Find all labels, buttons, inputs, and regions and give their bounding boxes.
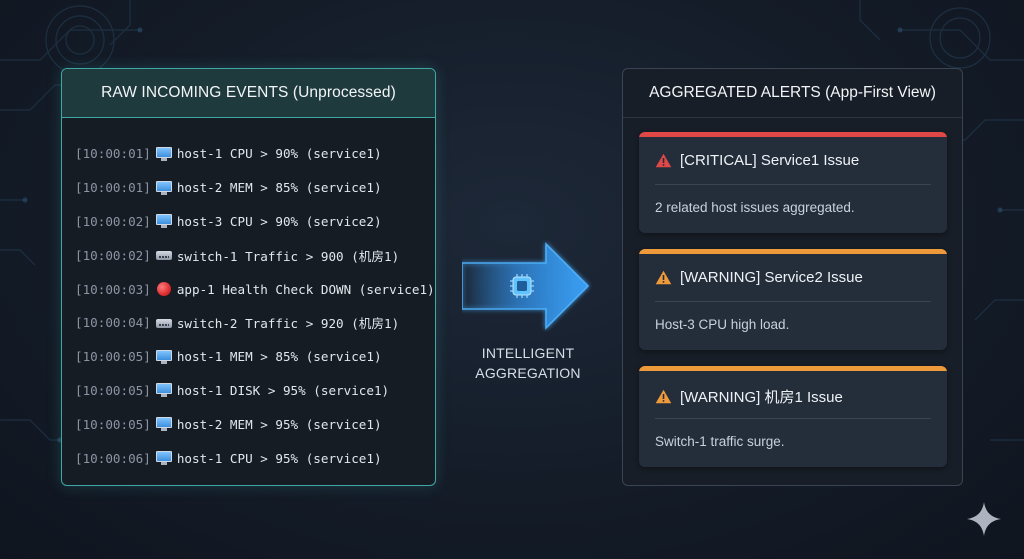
- divider: [655, 418, 931, 419]
- aggregated-alerts-panel: AGGREGATED ALERTS (App-First View) [CRIT…: [622, 68, 963, 486]
- severity-bar: [639, 249, 947, 254]
- severity-bar: [639, 366, 947, 371]
- event-message: host-1 CPU > 95% (service1): [176, 450, 382, 466]
- event-row: [10:00:01] host-2 MEM > 85% (service1): [75, 171, 435, 205]
- red-circle-icon: [156, 281, 172, 297]
- event-message: host-1 MEM > 85% (service1): [176, 349, 382, 365]
- monitor-icon: [155, 450, 172, 466]
- event-row: [10:00:06] host-1 CPU > 95% (service1): [75, 441, 435, 475]
- monitor-icon: [155, 416, 172, 432]
- monitor-icon: [155, 180, 172, 196]
- divider: [655, 184, 931, 185]
- event-row: [10:00:02] switch-1 Traffic > 900 (机房1): [75, 238, 435, 272]
- event-row: [10:00:02] host-3 CPU > 90% (service2): [75, 205, 435, 239]
- monitor-icon: [155, 213, 172, 229]
- raw-events-panel: RAW INCOMING EVENTS (Unprocessed) [10:00…: [61, 68, 436, 486]
- monitor-icon: [155, 349, 172, 365]
- event-timestamp: [10:00:05]: [75, 382, 151, 398]
- event-timestamp: [10:00:04]: [75, 315, 151, 331]
- divider: [655, 301, 931, 302]
- event-message: switch-2 Traffic > 920 (机房1): [176, 316, 400, 332]
- event-timestamp: [10:00:01]: [75, 180, 151, 196]
- event-timestamp: [10:00:02]: [75, 213, 151, 229]
- alert-card-critical[interactable]: [CRITICAL] Service1 Issue 2 related host…: [639, 132, 947, 233]
- event-row: [10:00:01] host-1 CPU > 90% (service1): [75, 137, 435, 171]
- network-switch-icon: [155, 247, 172, 263]
- event-message: host-2 MEM > 95% (service1): [176, 416, 382, 432]
- event-message: app-1 Health Check DOWN (service1): [176, 281, 435, 297]
- event-message: host-1 CPU > 90% (service1): [176, 146, 382, 162]
- warning-triangle-icon: [655, 389, 672, 404]
- event-row: [10:00:05] host-1 DISK > 95% (service1): [75, 374, 435, 408]
- monitor-icon: [155, 382, 172, 398]
- raw-events-title: RAW INCOMING EVENTS (Unprocessed): [62, 69, 435, 118]
- event-list: [10:00:01]host-1 CPU > 90% (service1)[10…: [75, 137, 435, 475]
- event-row: [10:00:05] host-2 MEM > 95% (service1): [75, 407, 435, 441]
- event-message: host-2 MEM > 85% (service1): [176, 180, 382, 196]
- event-timestamp: [10:00:02]: [75, 247, 151, 263]
- severity-bar: [639, 132, 947, 137]
- event-timestamp: [10:00:05]: [75, 349, 151, 365]
- event-timestamp: [10:00:01]: [75, 146, 151, 162]
- event-timestamp: [10:00:06]: [75, 450, 151, 466]
- warning-triangle-icon: [655, 153, 672, 168]
- alert-description: Switch-1 traffic surge.: [655, 434, 785, 449]
- event-message: host-3 CPU > 90% (service2): [176, 213, 382, 229]
- aggregation-label-line1: INTELLIGENT: [481, 345, 575, 361]
- alert-description: Host-3 CPU high load.: [655, 317, 790, 332]
- event-message: switch-1 Traffic > 900 (机房1): [176, 248, 400, 264]
- sparkle-icon: [967, 502, 1001, 536]
- alert-title: [WARNING] Service2 Issue: [680, 269, 863, 286]
- alert-description: 2 related host issues aggregated.: [655, 200, 855, 215]
- monitor-icon: [155, 146, 172, 162]
- aggregation-arrow: [461, 240, 592, 332]
- aggregated-alerts-title: AGGREGATED ALERTS (App-First View): [623, 69, 962, 118]
- event-timestamp: [10:00:03]: [75, 281, 151, 297]
- warning-triangle-icon: [655, 270, 672, 285]
- event-row: [10:00:05] host-1 MEM > 85% (service1): [75, 340, 435, 374]
- alert-card-warning-room1[interactable]: [WARNING] 机房1 Issue Switch-1 traffic sur…: [639, 366, 947, 467]
- event-row: [10:00:03] app-1 Health Check DOWN (servi…: [75, 272, 435, 306]
- network-switch-icon: [155, 315, 172, 331]
- alert-title: [CRITICAL] Service1 Issue: [680, 152, 860, 169]
- arrow-chip-icon: [461, 242, 590, 330]
- aggregation-label: INTELLIGENT AGGREGATION: [458, 343, 598, 383]
- event-row: [10:00:04] switch-2 Traffic > 920 (机房1): [75, 306, 435, 340]
- alert-card-warning-service2[interactable]: [WARNING] Service2 Issue Host-3 CPU high…: [639, 249, 947, 350]
- alert-title: [WARNING] 机房1 Issue: [680, 389, 843, 406]
- aggregation-label-line2: AGGREGATION: [475, 365, 581, 381]
- event-timestamp: [10:00:05]: [75, 416, 151, 432]
- event-message: host-1 DISK > 95% (service1): [176, 382, 390, 398]
